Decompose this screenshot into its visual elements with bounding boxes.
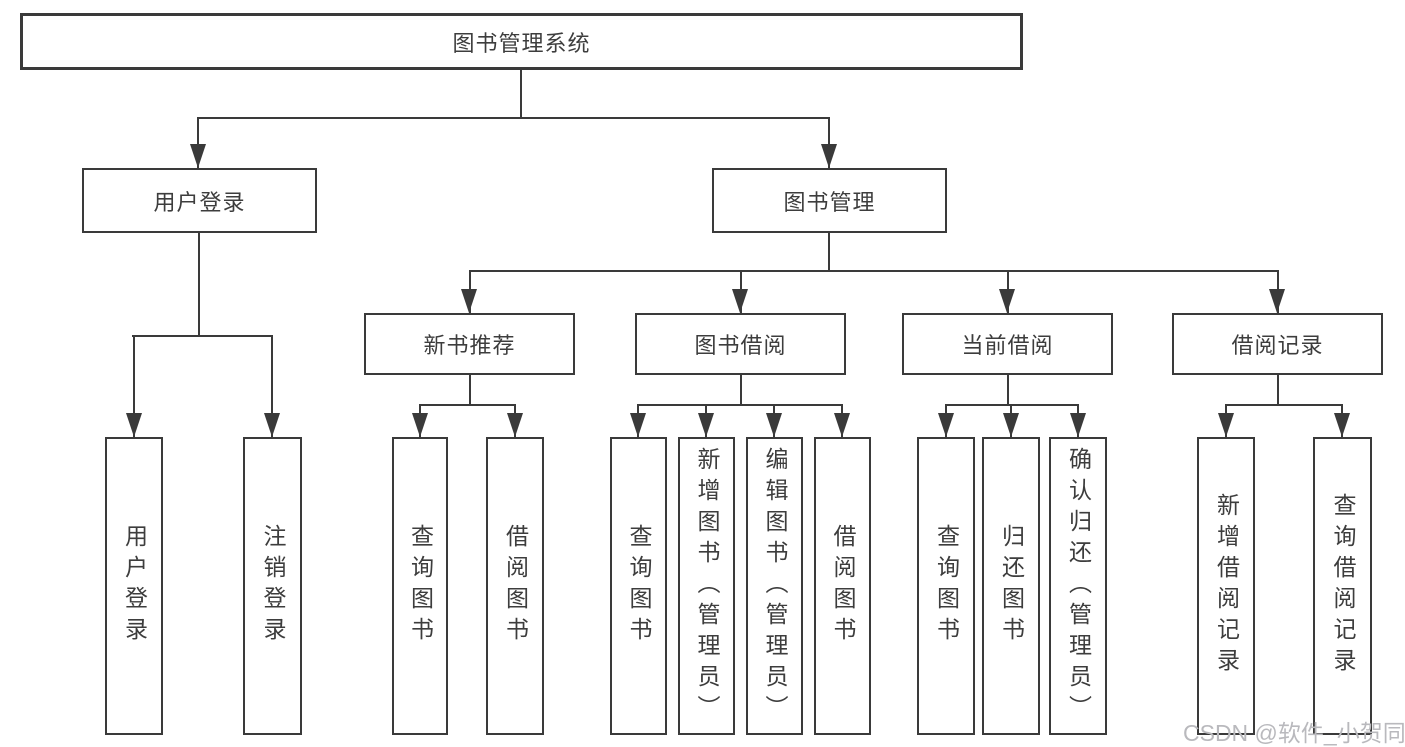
leaf-add-books-admin: 新增图书（管理员） [678, 437, 735, 735]
leaf-label: 查询图书 [407, 524, 434, 648]
arrowhead-down-icon [461, 289, 477, 313]
node-new-book-recommendation: 新书推荐 [364, 313, 575, 375]
connector-line [198, 232, 200, 337]
arrowhead-down-icon [126, 413, 142, 437]
node-label: 图书借阅 [694, 333, 787, 358]
leaf-user-login: 用户登录 [105, 437, 163, 735]
connector-line [469, 374, 471, 406]
leaf-search-borrow-record: 查询借阅记录 [1313, 437, 1372, 735]
node-library-management-system: 图书管理系统 [20, 13, 1023, 70]
arrowhead-down-icon [190, 144, 206, 168]
connector-line [197, 117, 830, 119]
leaf-search-books: 查询图书 [392, 437, 448, 735]
arrowhead-down-icon [698, 413, 714, 437]
connector-line [419, 404, 516, 406]
leaf-search-books: 查询图书 [917, 437, 975, 735]
node-book-borrowing: 图书借阅 [635, 313, 846, 375]
leaf-label: 借阅图书 [830, 524, 856, 648]
connector-line [828, 117, 830, 168]
leaf-edit-books-admin: 编辑图书（管理员） [746, 437, 803, 735]
node-label: 用户登录 [153, 189, 246, 215]
connector-line [945, 404, 1079, 406]
arrowhead-down-icon [1070, 413, 1086, 437]
leaf-label: 新增借阅记录 [1213, 493, 1240, 679]
node-borrowing-records: 借阅记录 [1172, 313, 1383, 375]
leaf-logout: 注销登录 [243, 437, 302, 735]
leaf-confirm-return-admin: 确认归还（管理员） [1049, 437, 1107, 735]
leaf-label: 查询借阅记录 [1330, 493, 1356, 679]
arrowhead-down-icon [264, 413, 280, 437]
leaf-label: 借阅图书 [502, 524, 529, 648]
leaf-label: 编辑图书（管理员） [762, 446, 788, 726]
connector-line [271, 335, 273, 437]
arrowhead-down-icon [507, 413, 523, 437]
connector-line [132, 335, 273, 337]
leaf-borrow-books: 借阅图书 [814, 437, 871, 735]
node-label: 借阅记录 [1231, 333, 1324, 358]
connector-line [469, 270, 1279, 272]
arrowhead-down-icon [1218, 413, 1234, 437]
arrowhead-down-icon [834, 413, 850, 437]
arrowhead-down-icon [821, 144, 837, 168]
connector-line [197, 117, 199, 168]
connector-line [828, 232, 830, 272]
leaf-label: 注销登录 [260, 524, 286, 648]
leaf-return-books: 归还图书 [982, 437, 1040, 735]
arrowhead-down-icon [630, 413, 646, 437]
arrowhead-down-icon [766, 413, 782, 437]
leaf-search-books: 查询图书 [610, 437, 667, 735]
arrowhead-down-icon [412, 413, 428, 437]
arrowhead-down-icon [1334, 413, 1350, 437]
leaf-label: 新增图书（管理员） [694, 446, 720, 726]
leaf-label: 查询图书 [626, 524, 652, 648]
connector-line [637, 404, 843, 406]
node-current-borrowing: 当前借阅 [902, 313, 1113, 375]
arrowhead-down-icon [732, 289, 748, 313]
node-label: 当前借阅 [961, 333, 1054, 358]
leaf-borrow-books: 借阅图书 [486, 437, 544, 735]
arrowhead-down-icon [1269, 289, 1285, 313]
connector-line [1225, 404, 1343, 406]
connector-line [1007, 374, 1009, 406]
connector-line [520, 69, 522, 118]
connector-line [133, 335, 135, 437]
node-book-management: 图书管理 [712, 168, 947, 233]
node-label: 新书推荐 [423, 333, 516, 358]
leaf-label: 用户登录 [121, 524, 148, 648]
connector-line [1277, 374, 1279, 406]
leaf-label: 归还图书 [998, 524, 1025, 648]
csdn-watermark: CSDN @软件_小贺同学 [1183, 720, 1405, 746]
connector-line [740, 374, 742, 406]
arrowhead-down-icon [999, 289, 1015, 313]
leaf-label: 确认归还（管理员） [1065, 446, 1092, 726]
leaf-add-borrow-record: 新增借阅记录 [1197, 437, 1255, 735]
arrowhead-down-icon [1003, 413, 1019, 437]
leaf-label: 查询图书 [933, 524, 960, 648]
arrowhead-down-icon [938, 413, 954, 437]
node-label: 图书管理 [783, 189, 876, 215]
node-user-login: 用户登录 [82, 168, 317, 233]
node-label: 图书管理系统 [452, 30, 591, 56]
